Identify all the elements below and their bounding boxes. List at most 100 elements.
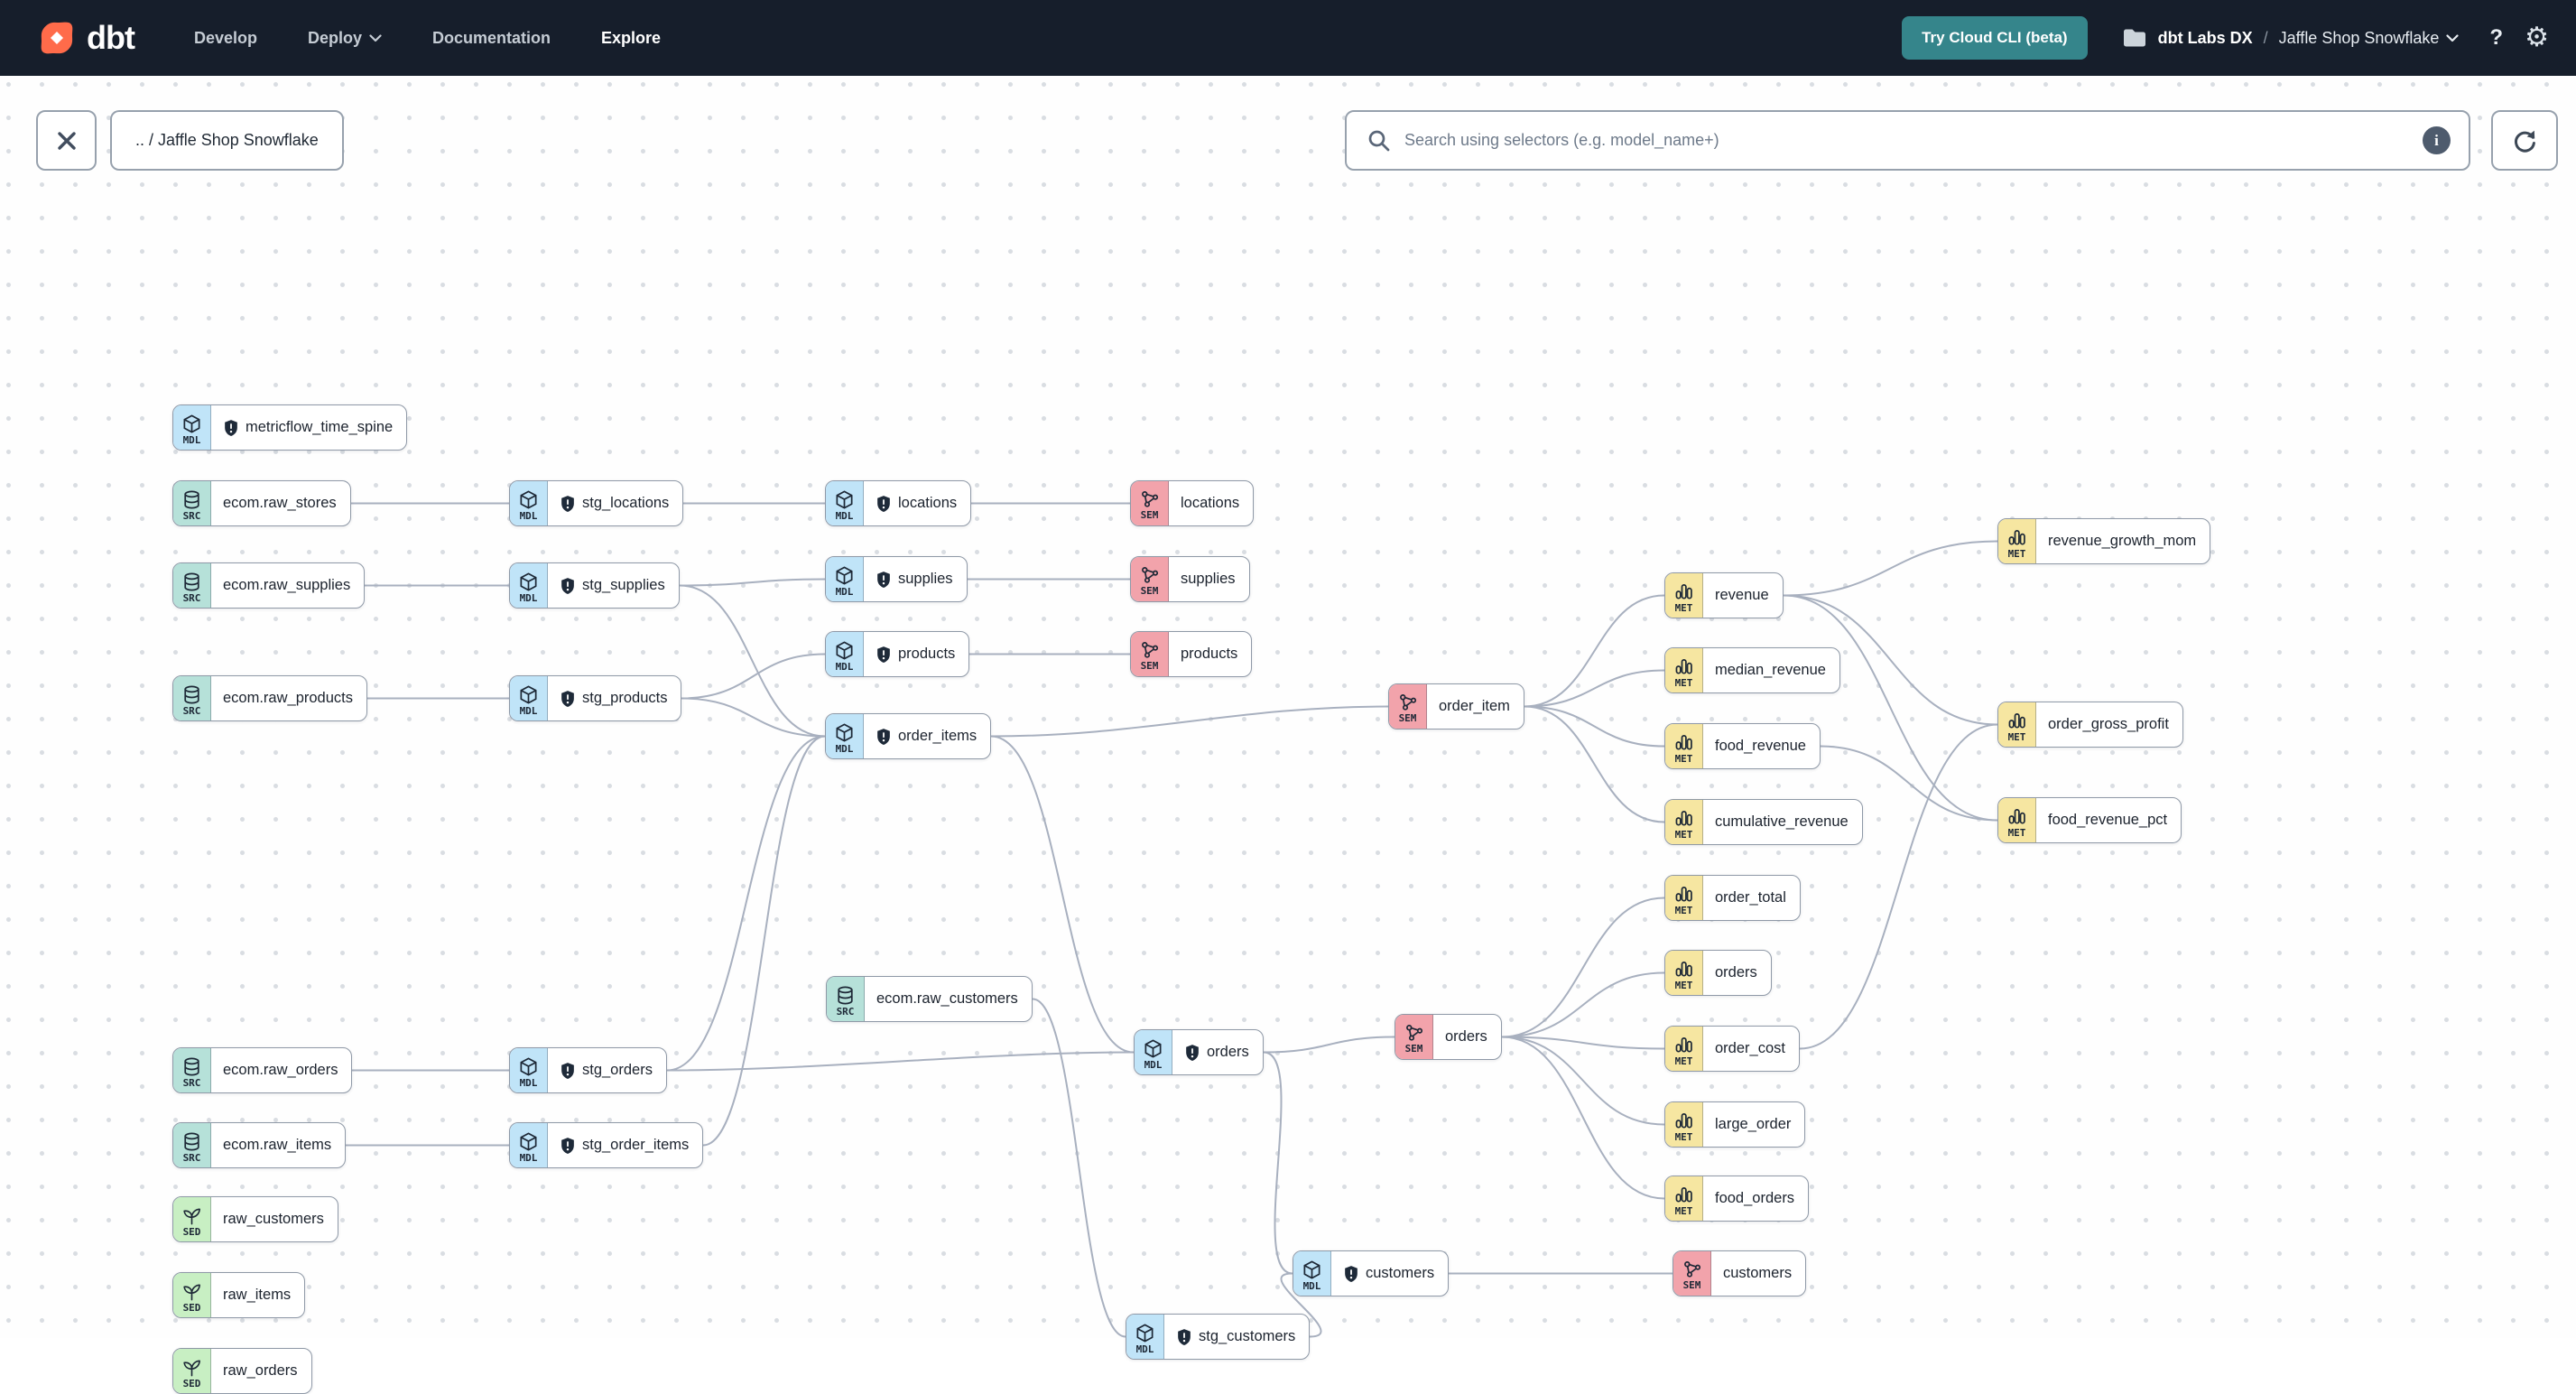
lineage-canvas[interactable]: .. / Jaffle Shop Snowflake i MDLmetricfl… xyxy=(0,76,2576,1394)
main-nav: Develop Deploy Documentation Explore xyxy=(194,29,661,48)
dbt-logo-text: dbt xyxy=(87,19,135,56)
node-type-badge: SRC xyxy=(173,481,211,525)
cube-icon xyxy=(518,1056,539,1077)
chevron-down-icon xyxy=(2446,33,2460,42)
edge xyxy=(666,1051,1135,1072)
gear-icon[interactable]: ⚙ xyxy=(2525,22,2549,53)
lineage-breadcrumb[interactable]: .. / Jaffle Shop Snowflake xyxy=(110,110,344,171)
node-label: orders xyxy=(1172,1030,1263,1074)
nav-documentation[interactable]: Documentation xyxy=(432,28,551,47)
node-type-badge: SRC xyxy=(173,563,211,608)
node-label: stg_order_items xyxy=(548,1123,702,1167)
nav-explore[interactable]: Explore xyxy=(601,28,662,47)
node-label: raw_customers xyxy=(223,1211,324,1227)
selector-search: i xyxy=(1345,110,2470,171)
project-breadcrumb: dbt Labs DX / Jaffle Shop Snowflake xyxy=(2122,27,2460,49)
node-type-badge: SRC xyxy=(173,1123,211,1167)
node-type-label: MDL xyxy=(835,660,854,673)
edge xyxy=(666,735,826,1072)
node-type-label: SRC xyxy=(182,1151,201,1164)
bar-chart-icon xyxy=(1673,732,1694,753)
bar-chart-icon xyxy=(1673,581,1694,602)
edge-layer xyxy=(346,502,1998,1338)
bar-chart-icon xyxy=(1673,1185,1694,1205)
bar-chart-icon xyxy=(1673,1111,1694,1131)
search-input[interactable] xyxy=(1404,131,2423,150)
close-lineage-button[interactable] xyxy=(36,110,97,171)
node-type-badge: SEM xyxy=(1131,481,1169,525)
edge xyxy=(681,697,826,738)
node-type-label: MET xyxy=(1674,979,1693,991)
info-icon[interactable]: i xyxy=(2423,126,2451,154)
node-label: food_revenue_pct xyxy=(2048,812,2168,828)
node-label: stg_locations xyxy=(548,481,682,525)
node-orders_mdl[interactable]: MDL orders xyxy=(1134,1029,1264,1075)
edge xyxy=(681,653,826,700)
dbt-logo[interactable]: dbt xyxy=(36,17,135,59)
node-type-label: MET xyxy=(1674,1055,1693,1067)
semantic-network-icon xyxy=(1682,1259,1702,1279)
node-type-badge: SEM xyxy=(1389,684,1427,729)
node-type-label: MDL xyxy=(1144,1058,1163,1071)
node-type-label: MDL xyxy=(1135,1343,1154,1355)
database-icon xyxy=(835,985,856,1006)
node-type-label: MET xyxy=(1674,601,1693,614)
cube-icon xyxy=(518,1131,539,1152)
node-type-label: MET xyxy=(1674,1130,1693,1143)
account-name[interactable]: dbt Labs DX xyxy=(2157,28,2253,47)
edge xyxy=(1799,723,1998,1050)
try-cloud-cli-button[interactable]: Try Cloud CLI (beta) xyxy=(1902,16,2088,60)
nav-develop[interactable]: Develop xyxy=(193,28,257,47)
nav-deploy[interactable]: Deploy xyxy=(308,29,382,48)
cube-icon xyxy=(518,684,539,705)
node-label: order_gross_profit xyxy=(2048,716,2169,732)
edge xyxy=(1524,705,1665,748)
node-type-badge: MET xyxy=(1665,1102,1703,1147)
cube-icon xyxy=(518,489,539,510)
shield-icon xyxy=(876,571,892,589)
close-icon xyxy=(57,131,76,150)
refresh-button[interactable] xyxy=(2491,110,2558,171)
help-icon[interactable]: ? xyxy=(2489,25,2504,50)
project-selector[interactable]: Jaffle Shop Snowflake xyxy=(2279,29,2460,48)
